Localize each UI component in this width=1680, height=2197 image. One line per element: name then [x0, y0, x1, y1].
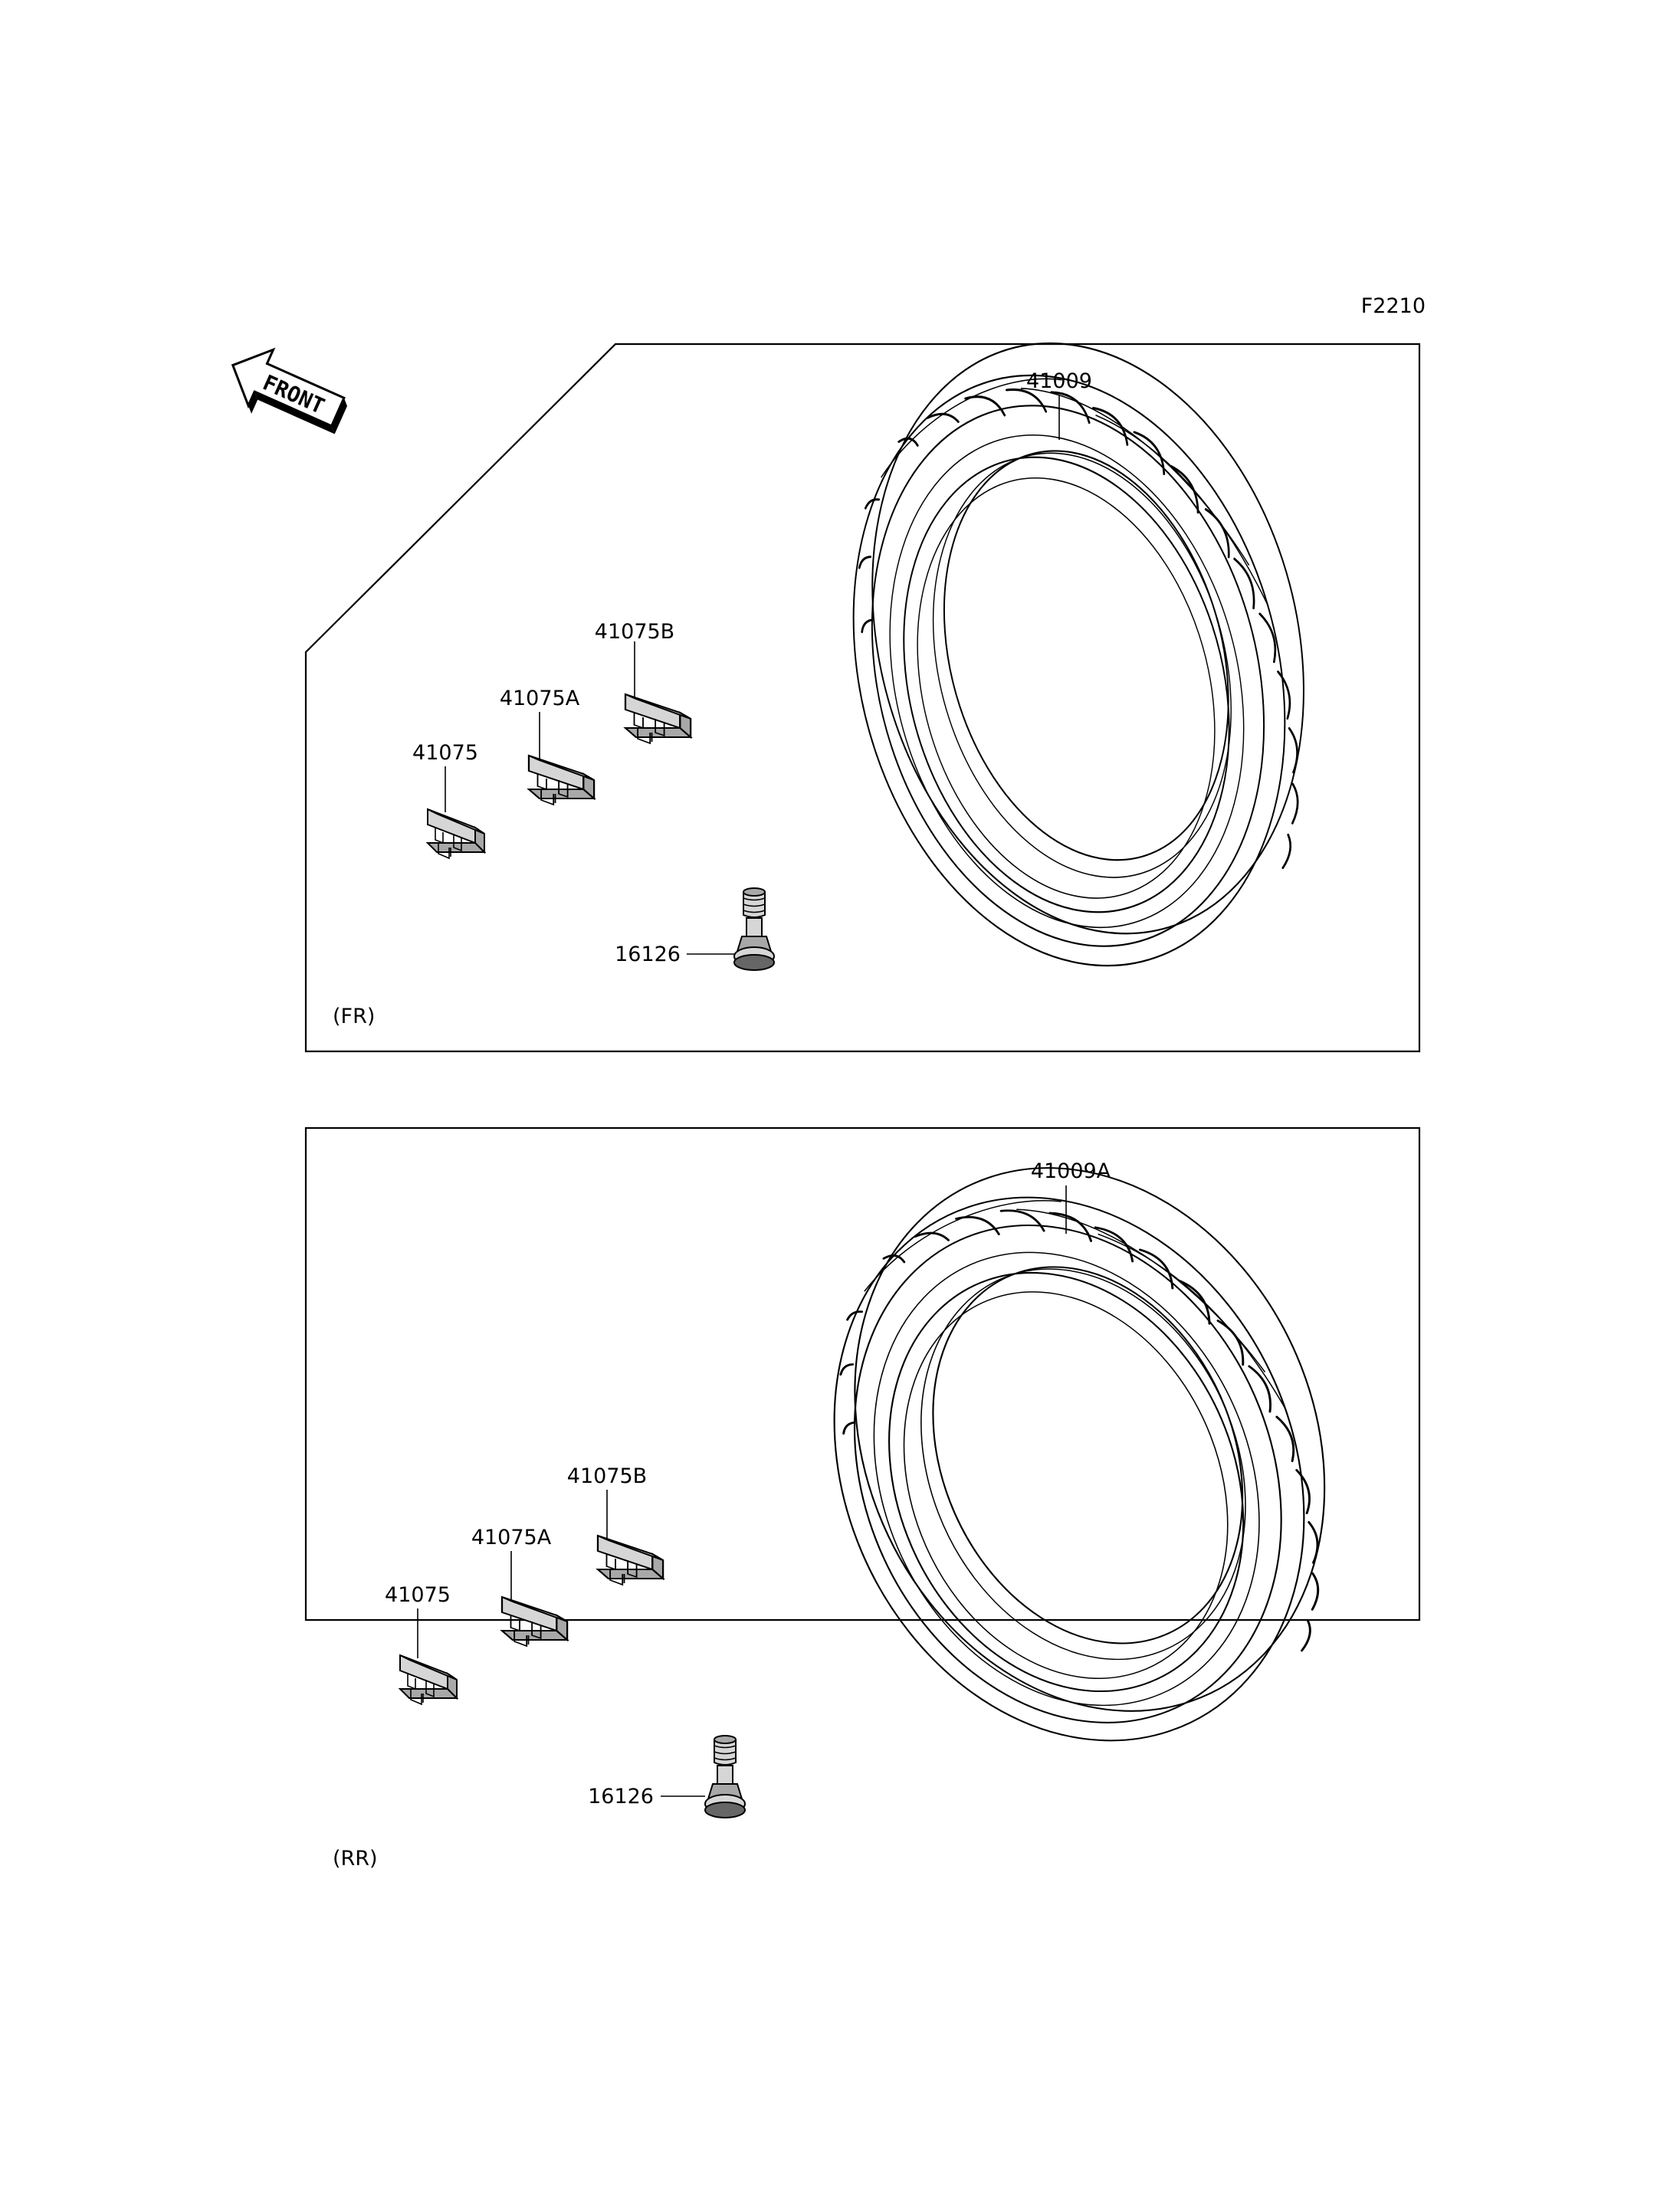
front-weight-41075a [527, 754, 596, 806]
rear-tire-valve [704, 1735, 746, 1818]
figure-code: F2210 [1361, 294, 1426, 318]
part-label-rear-valve: 16126 [588, 1785, 654, 1808]
panel-front: 41009 41075 41075A 41075B 16126 (FR) [304, 274, 1421, 1053]
part-label-front-weight-2: 41075A [500, 687, 580, 710]
panel-front-border [304, 343, 1421, 1053]
rear-weight-41075 [399, 1654, 458, 1705]
part-label-rear-weight-2: 41075A [471, 1526, 552, 1549]
section-label-rear: (RR) [333, 1847, 378, 1871]
front-weight-41075 [427, 808, 485, 859]
rear-weight-41075a [500, 1595, 569, 1648]
rear-weight-41075b [596, 1534, 664, 1586]
part-label-front-weight-3: 41075B [595, 620, 674, 644]
front-weight-41075b [624, 693, 692, 745]
rear-tire [754, 1104, 1404, 1805]
panel-rear-border [304, 1126, 1421, 1622]
part-label-rear-weight-3: 41075B [567, 1464, 647, 1488]
panel-rear: 41009A 41075 41075A 41075B 16126 (RR) [304, 1104, 1421, 1871]
part-label-front-valve: 16126 [615, 943, 681, 966]
part-label-rear-tire: 41009A [1031, 1159, 1111, 1183]
section-label-front: (FR) [333, 1005, 375, 1028]
part-label-rear-weight-1: 41075 [385, 1583, 451, 1607]
front-direction-arrow-icon: FRONT [231, 347, 347, 434]
front-tire-valve [733, 887, 775, 971]
part-label-front-tire: 41009 [1026, 369, 1092, 393]
part-label-front-weight-1: 41075 [412, 741, 478, 765]
